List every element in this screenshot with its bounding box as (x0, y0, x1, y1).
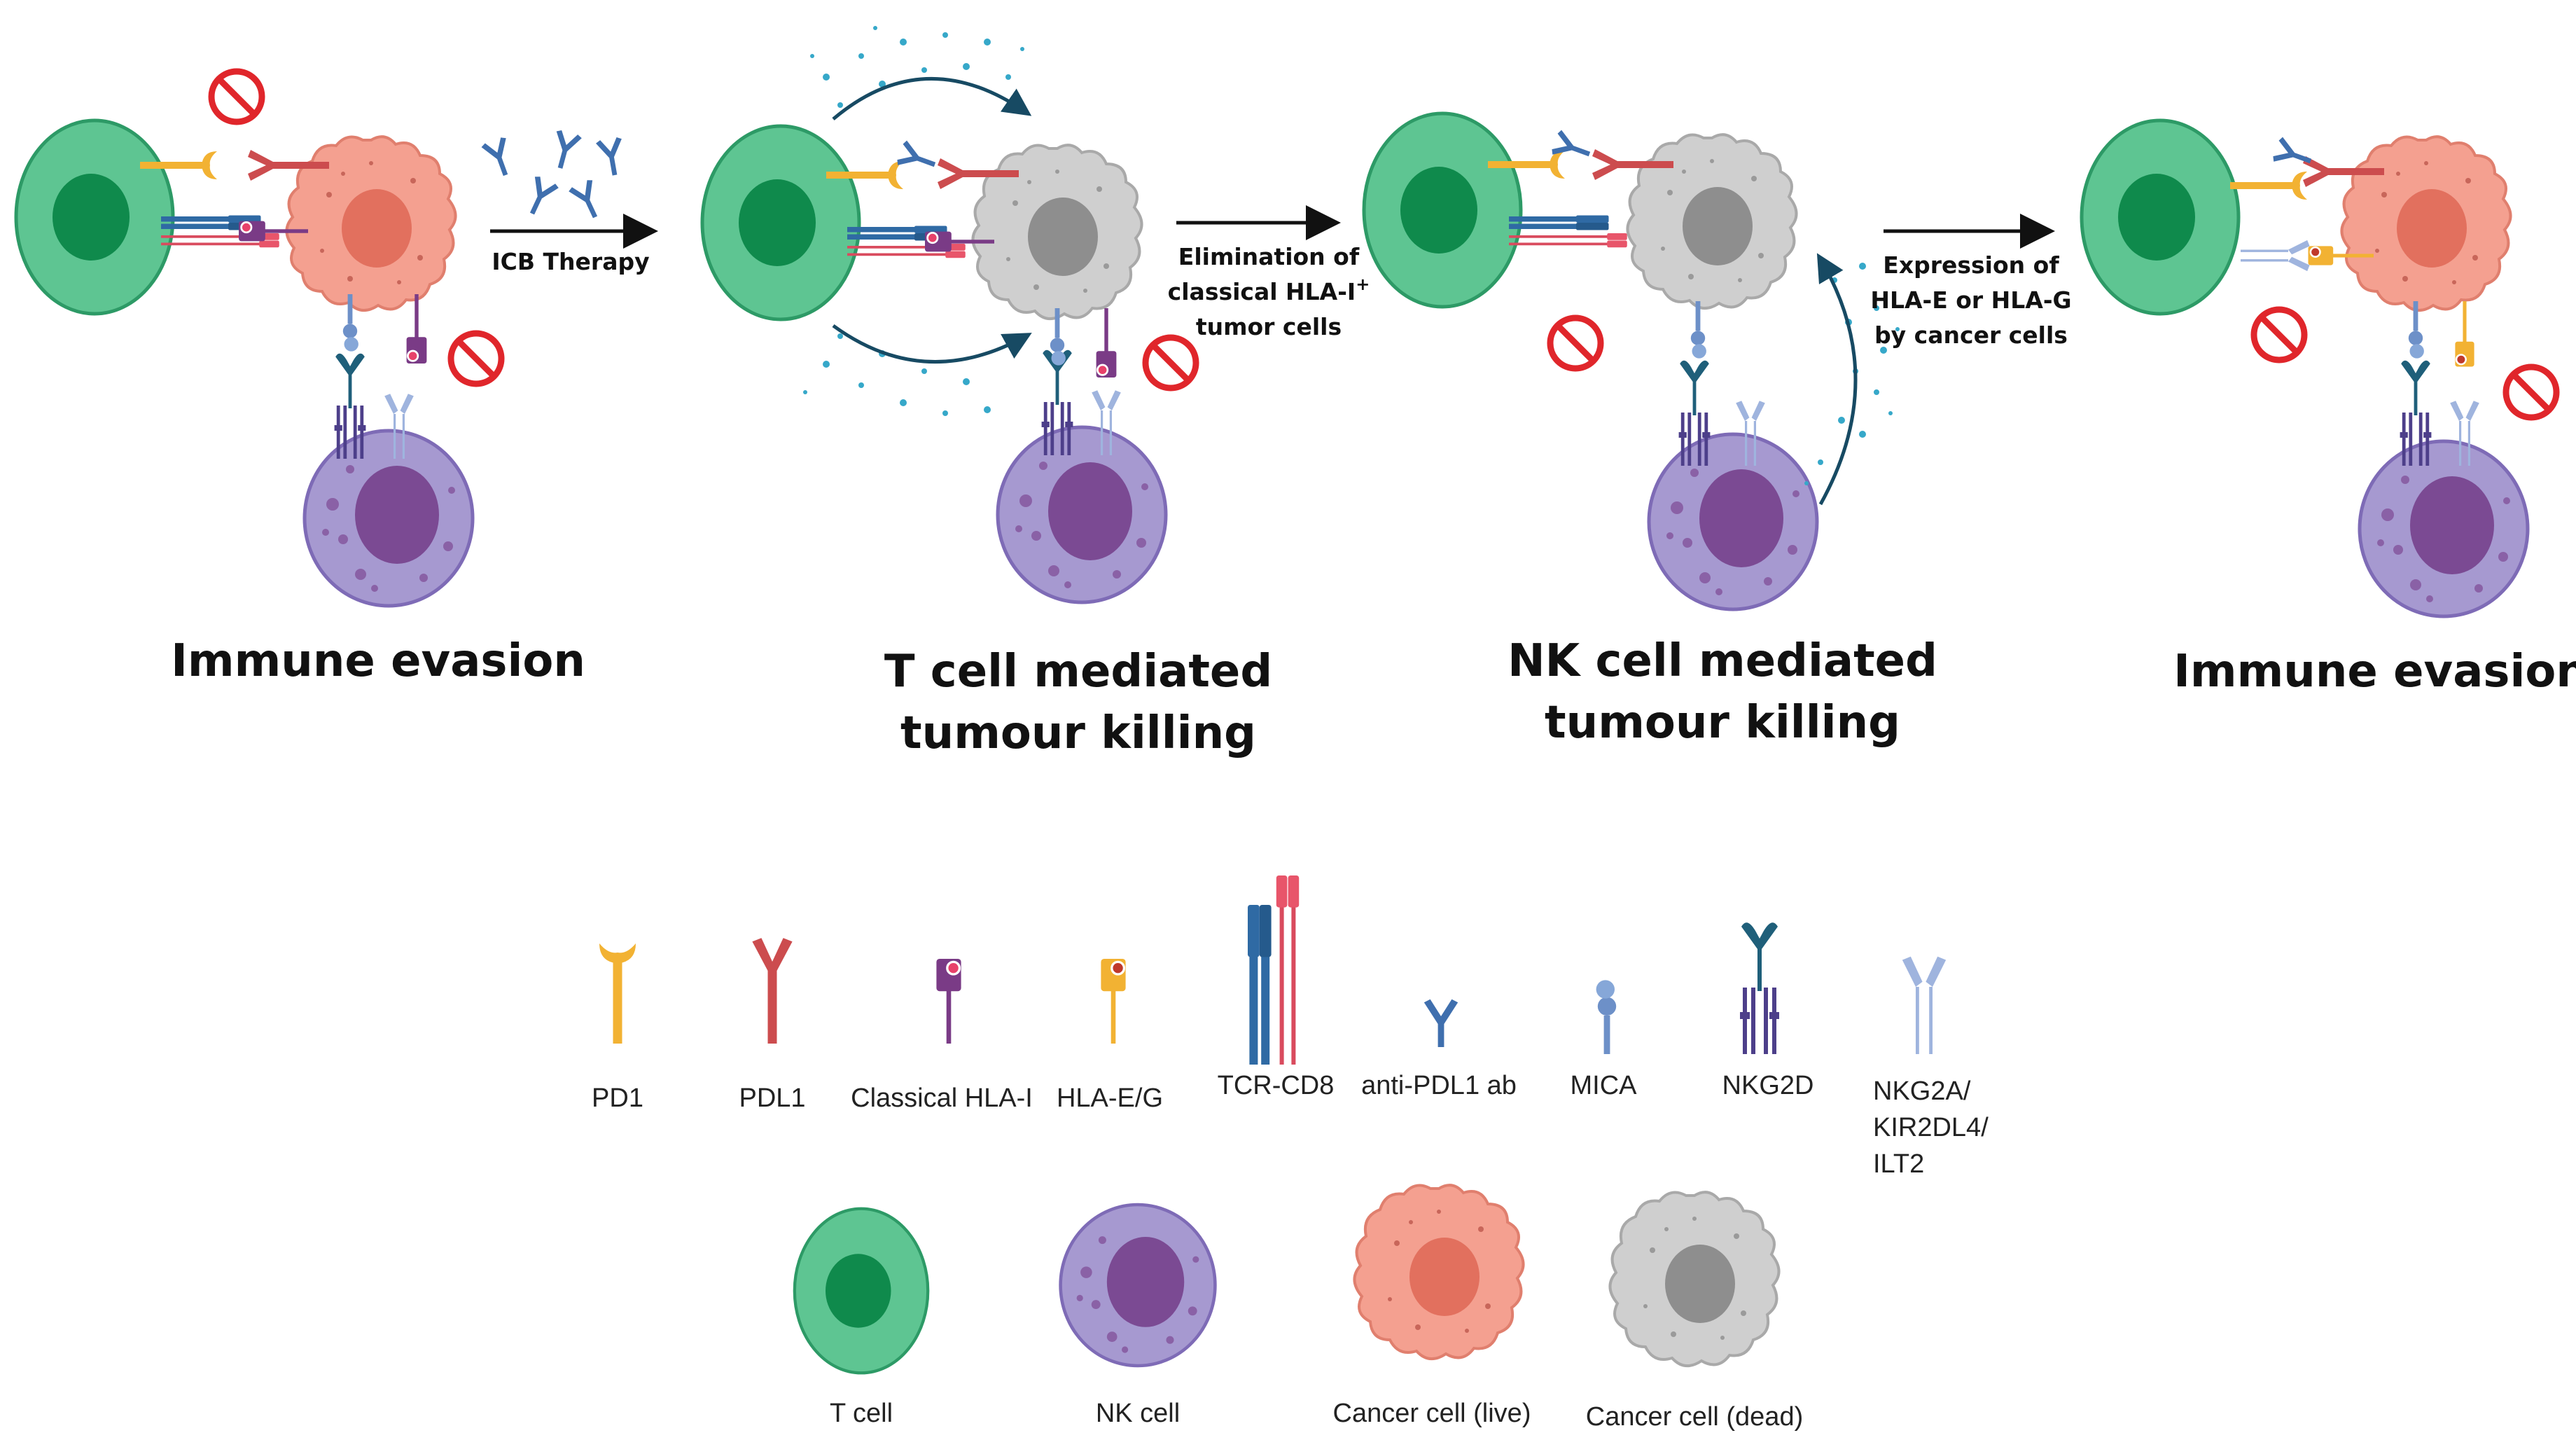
anti-pdl1-antibody-icon (2271, 136, 2316, 174)
legend: PD1 PDL1 Classical HLA-I HLA-E/G TCR-CD8… (592, 875, 1989, 1432)
anti-pdl1-antibody-icon (1423, 999, 1458, 1047)
legend-label: Classical HLA-I (851, 1083, 1033, 1113)
t-cell-icon (795, 1209, 928, 1373)
cancer-cell-dead-icon (1626, 133, 1798, 310)
t-cell-icon (702, 126, 859, 319)
stage-3-nk-cell-killing: NK cell mediated tumour killing (1364, 113, 1937, 749)
legend-molecules: PD1 PDL1 Classical HLA-I HLA-E/G TCR-CD8… (592, 875, 1989, 1179)
nkg2a-kir2dl4-ilt2-icon (1902, 956, 1947, 1054)
classical-hla-i-icon (1095, 307, 1118, 379)
anti-pdl1-antibody-icon (896, 139, 940, 177)
tcr-cd8-icon (1248, 875, 1300, 1065)
inhibition-icon (451, 333, 501, 384)
stage-4-immune-evasion: Immune evasion (2082, 120, 2576, 698)
legend-label: Cancer cell (live) (1333, 1399, 1531, 1428)
legend-label: KIR2DL4/ (1873, 1113, 1989, 1142)
legend-label: NKG2A/ (1873, 1076, 1971, 1106)
legend-label: MICA (1571, 1071, 1638, 1100)
cancer-cell-dead-icon (1608, 1191, 1781, 1368)
legend-label: PD1 (592, 1083, 643, 1113)
stage-title: tumour killing (900, 707, 1256, 759)
nk-cell-icon (1649, 434, 1817, 609)
stage-2-t-cell-killing: T cell mediated tumour killing (702, 26, 1272, 759)
cancer-cell-live-icon (1353, 1184, 1525, 1361)
legend-label: anti-PDL1 ab (1361, 1071, 1517, 1100)
nkg2d-icon (1740, 922, 1779, 1054)
nk-cell-icon (2360, 441, 2528, 616)
arrow-label: by cancer cells (1874, 321, 2068, 349)
nk-cell-icon (998, 427, 1166, 602)
legend-label: Cancer cell (dead) (1586, 1402, 1803, 1432)
legend-label: TCR-CD8 (1218, 1071, 1335, 1100)
legend-label: HLA-E/G (1057, 1083, 1163, 1113)
cancer-cell-live-icon (2340, 135, 2512, 312)
t-cell-icon (16, 120, 173, 314)
arrow-label: ICB Therapy (492, 248, 649, 275)
legend-label: ILT2 (1873, 1149, 1924, 1179)
attack-arrow (832, 324, 1032, 364)
arrow-label: HLA-E or HLA-G (1870, 286, 2071, 314)
arrow-icb-therapy: ICB Therapy (490, 214, 658, 275)
legend-label: NK cell (1096, 1399, 1180, 1428)
tcr-cd8-icon (1509, 215, 1627, 248)
inhibition-icon (1146, 338, 1196, 388)
arrow-label: Expression of (1883, 251, 2059, 279)
cytotoxic-granules (803, 26, 1024, 416)
stage-title: T cell mediated (884, 646, 1272, 698)
arrow-label: Elimination of (1178, 243, 1360, 270)
antibody-cluster (480, 129, 628, 223)
classical-hla-i-icon (935, 957, 963, 1045)
mica-icon (1596, 980, 1617, 1054)
t-cell-icon (2082, 120, 2239, 314)
classical-hla-i-icon (405, 293, 428, 365)
arrow-label: tumor cells (1196, 313, 1342, 340)
legend-label: NKG2D (1722, 1071, 1814, 1100)
t-cell-icon (1364, 113, 1521, 307)
mica-icon (1690, 301, 1706, 359)
stage-title: Immune evasion (2173, 646, 2576, 698)
inhibition-icon (2254, 310, 2304, 360)
nkg2a-icon (2241, 240, 2310, 272)
attack-arrow (1816, 253, 1858, 506)
pd1-icon (599, 943, 636, 1044)
stage-title: Immune evasion (171, 635, 585, 687)
inhibition-icon (2506, 367, 2556, 417)
stage-title: tumour killing (1545, 697, 1900, 749)
arrow-elimination: Elimination of classical HLA-I+ tumor ce… (1168, 205, 1370, 340)
pd1-icon (2230, 172, 2307, 200)
inhibition-icon (211, 71, 262, 122)
hla-e-g-icon (2454, 300, 2475, 368)
stage-title: NK cell mediated (1508, 635, 1937, 687)
inhibition-icon (1550, 318, 1601, 368)
arrow-expression: Expression of HLA-E or HLA-G by cancer c… (1870, 214, 2072, 349)
hla-e-g-icon (1099, 957, 1127, 1045)
legend-label: PDL1 (739, 1083, 805, 1113)
nk-cell-icon (305, 431, 473, 606)
stage-1-immune-evasion: Immune evasion (16, 71, 585, 687)
nk-cell-icon (1061, 1205, 1216, 1366)
arrow-label: classical HLA-I+ (1168, 275, 1370, 305)
legend-cells: T cell NK cell Cancer cell (live) Cancer… (795, 1184, 1803, 1432)
pdl1-icon (752, 938, 793, 1044)
attack-arrow (832, 77, 1032, 120)
legend-label: T cell (830, 1399, 893, 1428)
